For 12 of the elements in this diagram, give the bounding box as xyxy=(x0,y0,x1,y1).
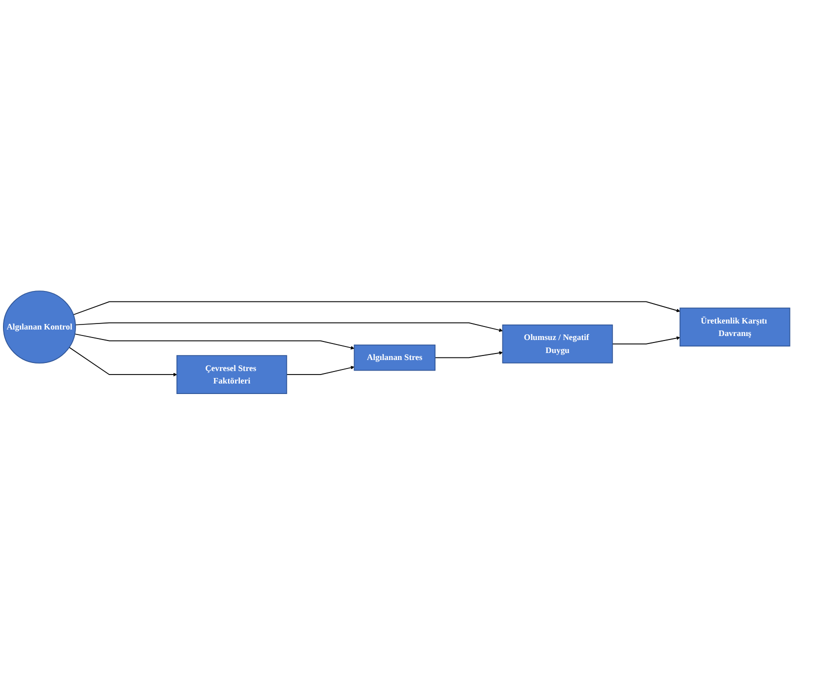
arrow xyxy=(68,347,178,377)
node-circle: Algılanan Kontrol xyxy=(2,290,76,364)
node-box: Algılanan Stres xyxy=(354,344,436,371)
arrow xyxy=(75,322,503,332)
arrow xyxy=(72,301,680,316)
arrow xyxy=(612,336,680,344)
arrow xyxy=(286,366,354,376)
arrow xyxy=(74,334,354,350)
node-box: Olumsuz / Negatif Duygu xyxy=(502,324,613,364)
node-box: Üretkenlik Karşıtı Davranış xyxy=(680,308,790,347)
arrow xyxy=(434,351,503,358)
node-box: Çevresel Stres Faktörleri xyxy=(176,355,288,394)
